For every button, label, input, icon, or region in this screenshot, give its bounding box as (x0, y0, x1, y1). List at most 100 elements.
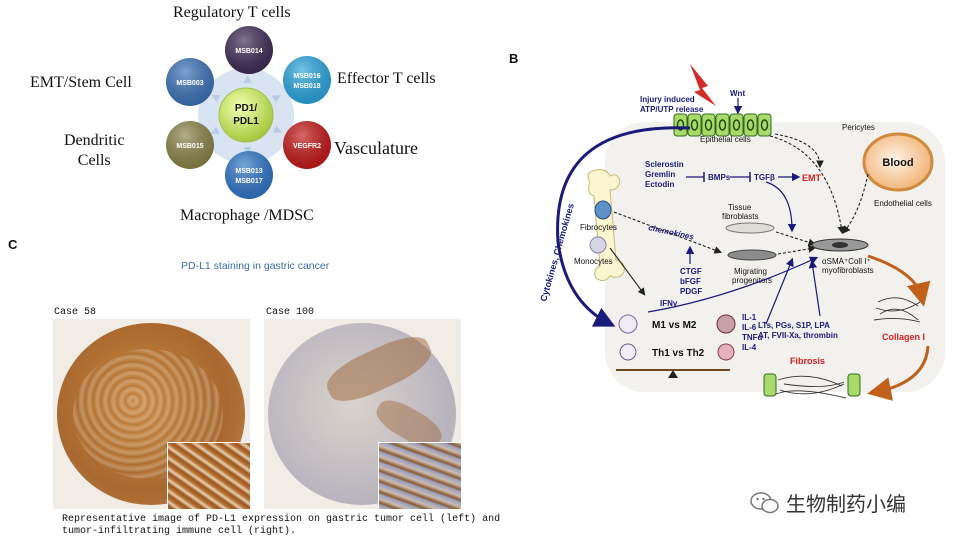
watermark: 生物制药小编 (750, 488, 906, 517)
arrow-to-effector-t-cells (271, 95, 281, 103)
epithelial-nucleus-5 (746, 119, 755, 131)
epithelial-nucleus-0 (676, 119, 685, 131)
inhibitor-gremlin: Gremlin (645, 170, 675, 179)
fibrosis-epi-left (763, 373, 777, 397)
myofibroblast-line-2: myofibroblasts (822, 266, 874, 275)
epithelial-cell-2 (701, 113, 716, 137)
node-code-regulatory-t-cells-0: MSB014 (235, 48, 262, 55)
arrow-to-macrophage-mdsc (243, 146, 252, 155)
macrophage-m2-cell (716, 314, 736, 334)
inset-case-58 (167, 442, 250, 509)
node-emt-stem-cell: MSB003 (166, 58, 214, 106)
tissue-fibroblasts-line-1: Tissue (728, 203, 752, 212)
arrow-to-emt-stem-cell (211, 94, 221, 103)
mediators-line-2: AT, FVII-Xa, thrombin (758, 331, 838, 340)
migrating-line-2: progenitors (732, 276, 772, 285)
fibrosis-fibers (775, 375, 847, 399)
center-line-2: PDL1 (233, 116, 259, 127)
tissue-fibroblasts-line-2: fibroblasts (722, 212, 758, 221)
label-vasculature: Vasculature (334, 138, 418, 158)
epithelial-cell-6 (757, 113, 772, 137)
epithelial-cells (673, 113, 772, 137)
node-code-dendritic-cells-0: MSB015 (176, 143, 203, 150)
label-regulatory-t-cells: Regulatory T cells (173, 4, 291, 21)
wnt-label: Wnt (730, 89, 745, 98)
bone-marrow-icon (587, 169, 625, 282)
injury-line-1: Injury induced (640, 95, 695, 104)
node-regulatory-t-cells: MSB014 (225, 26, 273, 74)
epithelial-cell-4 (729, 113, 744, 137)
case-right-label: Case 100 (266, 307, 315, 318)
migrating-progenitor-cell (727, 249, 777, 261)
epithelial-nucleus-2 (704, 119, 713, 131)
tnf-alpha: TNFα (742, 333, 763, 342)
arrow-to-vasculature (272, 125, 282, 133)
case-left-label: Case 58 (54, 307, 97, 318)
th2-cell (717, 343, 735, 361)
node-vasculature: VEGFR2 (283, 121, 331, 169)
blood-vessel (862, 132, 934, 192)
node-code-effector-t-cells-0: MSB016 (293, 73, 320, 80)
th1-cell (619, 343, 637, 361)
injury-line-2: ATP/UTP release (640, 105, 704, 114)
gf-pdgf: PDGF (680, 287, 702, 296)
epithelial-nucleus-6 (760, 119, 769, 131)
wechat-icon (750, 491, 779, 513)
th1th2-label: Th1 vs Th2 (652, 348, 705, 359)
tissue-image-case-58 (53, 319, 250, 509)
epithelial-cells-label: Epithelial cells (700, 135, 751, 144)
node-code-macrophage-mdsc-1: MSB017 (235, 178, 262, 185)
epithelial-nucleus-1 (690, 119, 699, 131)
fibrocyte-cell (594, 200, 612, 220)
panel-c-caption-line-2: tumor-infiltrating immune cell (right). (62, 526, 297, 537)
epithelial-cell-5 (743, 113, 758, 137)
arrow-to-regulatory-t-cells (243, 75, 252, 84)
myofibroblast-line-1: αSMA⁺Coll I⁺ (822, 257, 871, 266)
epithelial-cell-3 (715, 113, 730, 137)
macrophage-m1-cell (618, 314, 638, 334)
il-1: IL-1 (742, 313, 757, 322)
panel-b-letter: B (509, 51, 519, 66)
node-code-effector-t-cells-1: MSB018 (293, 83, 320, 90)
center-line-1: PD1/ (235, 103, 257, 114)
watermark-text: 生物制药小编 (786, 492, 906, 516)
inset-case-100 (378, 442, 461, 509)
gf-ctgf: CTGF (680, 267, 702, 276)
fibrosis-label: Fibrosis (790, 356, 825, 366)
node-code-macrophage-mdsc-0: MSB013 (235, 168, 262, 175)
epithelial-cell-1 (687, 113, 702, 137)
mediators-line-1-visible: LTs, PGs, S1P, LPA (758, 321, 830, 330)
label-dendritic-cells: Dendritic Cells (64, 132, 125, 169)
label-emt-stem-cell: EMT/Stem Cell (30, 74, 132, 91)
collagen-label: Collagen I (882, 332, 925, 342)
inhibitor-ectodin: Ectodin (645, 180, 674, 189)
panel-c-letter: C (8, 237, 18, 252)
epithelial-nucleus-3 (718, 119, 727, 131)
panel-a-diagram: PD1/ PDL1 MSB014MSB016MSB018VEGFR2MSB013… (166, 26, 331, 199)
fibrosis-epi-right (847, 373, 861, 397)
endothelial-cells-label: Endothelial cells (874, 199, 932, 208)
label-effector-t-cells: Effector T cells (337, 70, 436, 87)
emt-label: EMT (802, 173, 822, 183)
node-dendritic-cells: MSB015 (166, 121, 214, 169)
tgfb-label: TGFβ (754, 173, 775, 182)
node-code-emt-stem-cell-0: MSB003 (176, 80, 203, 87)
epithelial-cell-0 (673, 113, 688, 137)
epithelial-nucleus-4 (732, 119, 741, 131)
injury-bolt-icon (690, 64, 716, 106)
fibrocytes-label: Fibrocytes (580, 223, 617, 232)
panel-c-title: PD-L1 staining in gastric cancer (181, 260, 330, 272)
blood-label: Blood (882, 157, 913, 169)
node-code-vasculature-0: VEGFR2 (293, 143, 321, 150)
panel-b-diagram: Injury induced ATP/UTP release Wnt Epith… (538, 64, 945, 401)
il-6: IL-6 (742, 323, 757, 332)
bmps-label: BMPs (708, 173, 731, 182)
tissue-fibroblast-cell (725, 222, 775, 234)
pd1-pdl1-center (218, 87, 274, 143)
panel-c-caption-line-1: Representative image of PD-L1 expression… (62, 514, 501, 525)
m1m2-label: M1 vs M2 (652, 320, 697, 331)
inhibitor-sclerostin: Sclerostin (645, 160, 684, 169)
ifn-label: IFNγ (660, 299, 678, 308)
